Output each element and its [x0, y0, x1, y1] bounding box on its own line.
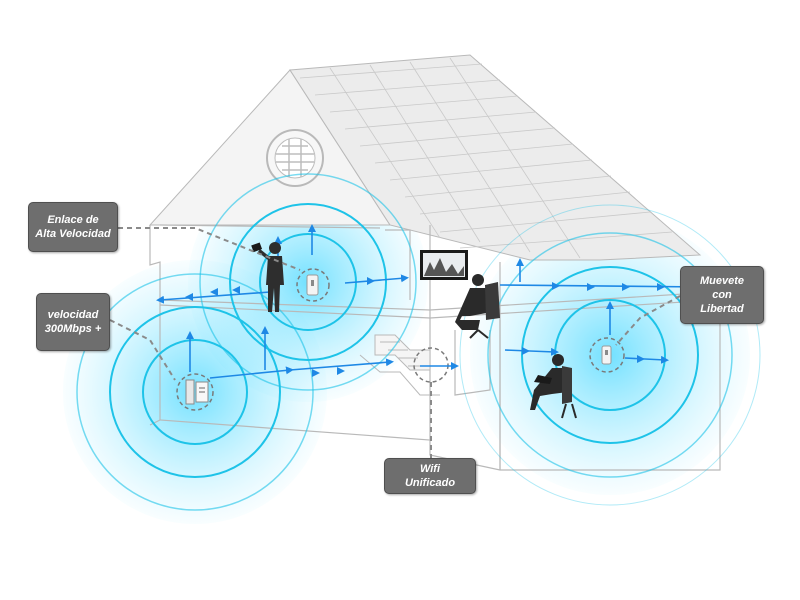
- callout-velocidad: velocidad 300Mbps +: [36, 293, 110, 351]
- callout-muevete-line2: con: [712, 289, 732, 301]
- person-laptop-icon: [530, 354, 577, 419]
- device-highlights: [176, 268, 625, 411]
- callout-enlace-alta-velocidad: Enlace de Alta Velocidad: [28, 202, 118, 252]
- callout-velocidad-line1: velocidad: [47, 309, 99, 321]
- powerline-adapter-icon: [601, 345, 612, 365]
- callout-wifi-line1: Wifi: [419, 463, 441, 475]
- person-armchair-icon: [455, 274, 500, 339]
- callout-muevete-line1: Muevete: [699, 275, 745, 287]
- roof-vent-icon: [266, 129, 324, 187]
- television-icon: [420, 250, 468, 280]
- person-tablet-icon: [251, 242, 284, 312]
- callout-wifi-unificado: Wifi Unificado: [384, 458, 476, 494]
- signal-arrows: [156, 224, 709, 379]
- callout-muevete-line3: Libertad: [700, 303, 744, 315]
- stairs-icon: [359, 334, 440, 396]
- roof-shingles: [299, 57, 673, 259]
- callout-velocidad-line2: 300Mbps +: [44, 323, 102, 335]
- signal-arrow-heads: [185, 277, 665, 377]
- callout-enlace-line1: Enlace de: [47, 214, 99, 226]
- router-icon: [185, 379, 209, 405]
- callout-enlace-line2: Alta Velocidad: [35, 228, 111, 240]
- callout-leaders: [109, 227, 681, 460]
- callout-muevete-con-libertad: Muevete con Libertad: [680, 266, 764, 324]
- callout-wifi-line2: Unificado: [404, 477, 456, 489]
- extender-icon: [306, 274, 319, 296]
